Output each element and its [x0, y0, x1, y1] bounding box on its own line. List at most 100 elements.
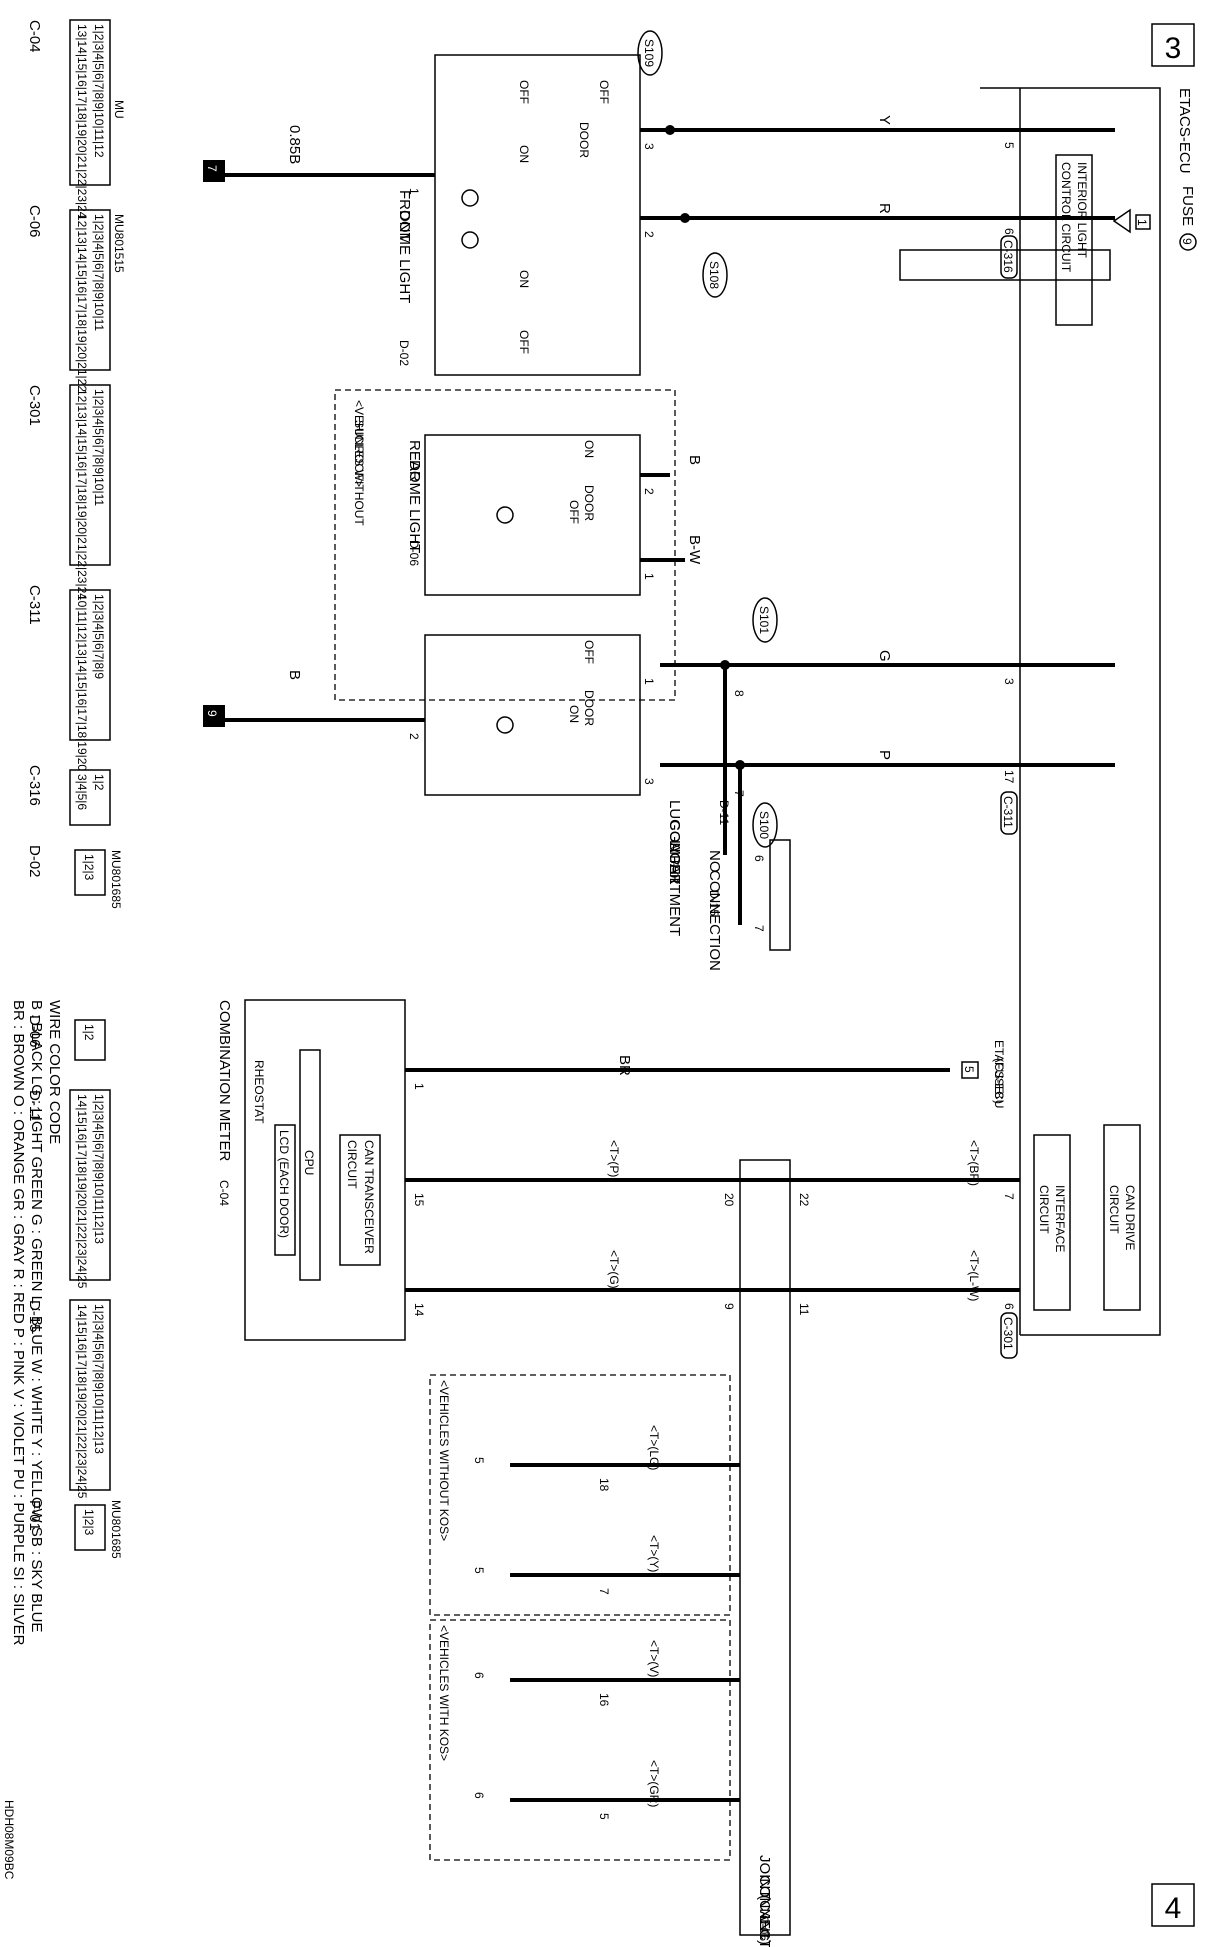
sheet-number-right: 4 [1165, 1892, 1182, 1925]
luggage-bulb-icon [496, 716, 514, 734]
can-drive-line1: CAN DRIVE [1123, 1185, 1137, 1250]
can-transceiver-box [339, 1134, 381, 1266]
conn-d15-row2: 14|15|16|17|18|19|20|21|22|23|24|25 [75, 1304, 89, 1499]
wire-y-label: Y [876, 115, 893, 125]
pin-etacs-g: 3 [1002, 678, 1016, 685]
pin-meter-p: 15 [412, 1193, 426, 1207]
conn-d11-id: D-11 [26, 1090, 43, 1121]
can-trans-2: CIRCUIT [345, 1140, 359, 1189]
connector-d06: D-06 1|2 [26, 1015, 106, 1061]
interface-line2: CIRCUIT [1037, 1185, 1051, 1234]
ground7-box [203, 160, 225, 182]
can-drive-line2: CIRCUIT [1107, 1185, 1121, 1234]
connector-c04: C-04 1|2|3|4|5|6|7|8|9|10|11|12 13|14|15… [26, 19, 126, 219]
conn-c316-id: C-316 [26, 765, 43, 806]
splice-s109 [637, 30, 663, 76]
pin-joint-9: 9 [722, 1303, 736, 1310]
pin-etacs-p: 17 [1002, 770, 1016, 784]
conn-d02-body [74, 849, 106, 896]
connector-d11: D-11 1|2|3|4|5|6|7|8|9|10|11|12|13 14|15… [26, 1089, 111, 1289]
wire-t-lg: <T>(LG) [647, 1425, 661, 1470]
splice-s100-label: S100 [757, 811, 771, 839]
connector-c301: C-301 1|2|3|4|5|6|7|8|9|10|11 12|13|14|1… [26, 384, 111, 600]
conn-c04-row1: 1|2|3|4|5|6|7|8|9|10|11|12 [92, 24, 106, 158]
legend-line1: B : BLACK LG : LIGHT GREEN G : GREEN L :… [28, 1000, 45, 1632]
pin-lug-g: 1 [642, 678, 656, 685]
rear-note-2: SUNROOF> [352, 420, 366, 487]
legend-line2: BR : BROWN O : ORANGE GR : GRAY R : RED … [10, 1000, 27, 1646]
fuse9-number-circle [1179, 233, 1197, 251]
etacs-fuse8-close: ) [992, 1100, 1006, 1104]
pin-joint-18: 18 [597, 1478, 611, 1492]
pin-front-gnd: 1 [407, 188, 421, 195]
wire-t-p: <T>(P) [607, 1140, 621, 1177]
connector-d02: D-02 1|2|3 MU801685 [26, 845, 123, 909]
conn-c311-body [69, 589, 111, 741]
combo-meter-conn: C-04 [217, 1180, 231, 1206]
ground7-wire-label: 0.85B [286, 125, 303, 164]
wire-t-y: <T>(Y) [647, 1535, 661, 1572]
etacs-ecu-outline [980, 87, 1161, 1336]
noconn-2: CONNECTION [706, 870, 723, 971]
fuse9-box [1135, 214, 1151, 230]
fuse9-triangle-icon [1112, 208, 1131, 234]
rear-dome-label2: DOME LIGHT [406, 460, 423, 553]
rear-dome-label1: REAR [406, 440, 423, 482]
fuse8-box [961, 1061, 979, 1079]
connector-c316: C-316 1|2 3|4|5|6 [26, 765, 111, 826]
fuse8-box-number: 5 [962, 1066, 976, 1073]
etacs-fuse8-1: ETACS-ECU [992, 1040, 1006, 1108]
pin-d15-g: 6 [752, 855, 766, 862]
fuse9-box-number: 1 [1135, 219, 1149, 226]
pin-etacs-can2: 6 [1002, 1303, 1016, 1310]
front-off2-label: OFF [597, 80, 611, 104]
conn-c316-row1: 1|2 [92, 774, 106, 791]
conn-c316-body [69, 769, 111, 826]
pin-etacs-y: 5 [1002, 142, 1016, 149]
conn-c06-row2: 12|13|14|15|16|17|18|19|20|21|22 [75, 214, 89, 392]
box6-b: 6 [472, 1792, 486, 1799]
conn-d11-row1: 1|2|3|4|5|6|7|8|9|10|11|12|13 [92, 1094, 106, 1244]
conn-d15-id: D-15 [26, 1300, 43, 1333]
rear-bulb-icon [496, 506, 514, 524]
wire-t-g: <T>(G) [607, 1250, 621, 1289]
etacs-r-conn-box [1000, 235, 1018, 279]
pin-joint-5: 5 [597, 1813, 611, 1820]
box5-b: 5 [472, 1567, 486, 1574]
ground9-box [203, 705, 225, 727]
front-on2-label: ON [517, 270, 531, 288]
pin-joint-22: 22 [797, 1193, 811, 1207]
conn-c06-row1: 1|2|3|4|5|6|7|8|9|10|11 [92, 214, 106, 331]
noconn-conn: D-15 [707, 890, 721, 916]
conn-c301-id: C-301 [26, 385, 43, 426]
wire-t-v: <T>(V) [647, 1640, 661, 1677]
pin-d15-p: 7 [752, 925, 766, 932]
splice-s108-label: S108 [707, 261, 721, 289]
conn-f01-id: F-01 [26, 1500, 43, 1531]
pin-meter-br: 1 [412, 1083, 426, 1090]
ground9-wire-label: B [286, 670, 303, 680]
conn-c311-id: C-311 [26, 585, 43, 625]
pin-joint-20: 20 [722, 1193, 736, 1207]
pin-rear-bw: 1 [642, 573, 656, 580]
connector-c311: C-311 1|2|3|4|5|6|7|8|9 10|11|12|13|14|1… [26, 585, 111, 771]
interior-light-ctrl-line1: INTERIOR LIGHT [1075, 162, 1089, 259]
luggage-label2: COMPARTMENT [666, 820, 683, 936]
rear-on-label: ON [582, 440, 596, 458]
rear-off-label: OFF [567, 500, 581, 524]
kos-without-label: <VEHICLES WITHOUT KOS> [437, 1380, 451, 1541]
d15-block [769, 839, 791, 951]
front-bulb-2-icon [461, 231, 479, 249]
wire-t-gr: <T>(GR) [647, 1760, 661, 1807]
legend-title: WIRE COLOR CODE [46, 1000, 63, 1144]
front-dome-label1: FRONT [396, 190, 413, 242]
conn-c311-row1: 1|2|3|4|5|6|7|8|9 [92, 594, 106, 679]
pin-lug-p: 3 [642, 778, 656, 785]
pin-joint-7: 7 [597, 1588, 611, 1595]
kos-with-label: <VEHICLES WITH KOS> [437, 1625, 451, 1761]
conn-f01-row1: 1|2|3 [82, 1509, 96, 1536]
conn-d02-part: MU801685 [109, 850, 123, 909]
front-on-label: ON [517, 145, 531, 163]
wire-p-label: P [876, 750, 893, 760]
